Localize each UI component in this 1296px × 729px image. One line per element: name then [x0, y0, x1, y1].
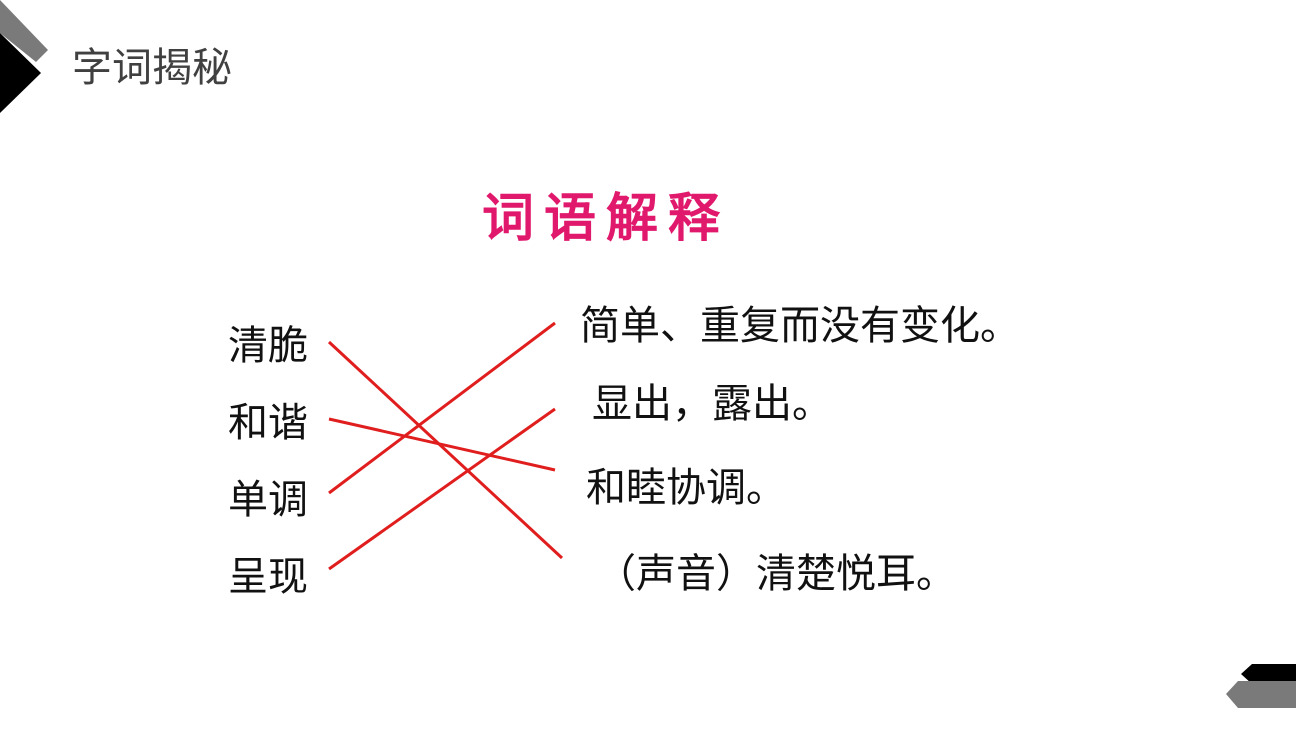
section-title: 字词揭秘 — [72, 45, 232, 91]
header-arrow-decoration — [0, 0, 48, 113]
definition-item: 简单、重复而没有变化。 — [580, 303, 1020, 349]
word-item: 单调 — [228, 477, 308, 523]
gray-bar-icon — [1226, 681, 1296, 708]
word-item: 呈现 — [228, 554, 308, 600]
word-item: 和谐 — [228, 400, 308, 446]
definition-item: 和睦协调。 — [586, 465, 786, 511]
match-line — [328, 407, 556, 571]
gray-triangle-icon — [0, 0, 48, 62]
black-bar-icon — [1241, 664, 1296, 684]
slide-title: 词语解释 — [482, 189, 731, 249]
match-line — [328, 321, 556, 495]
definition-item: （声音）清楚悦耳。 — [596, 551, 956, 597]
word-item: 清脆 — [228, 323, 308, 369]
black-triangle-icon — [0, 33, 41, 113]
match-line — [327, 340, 564, 560]
match-line — [328, 417, 556, 472]
definition-item: 显出，露出。 — [592, 381, 832, 427]
